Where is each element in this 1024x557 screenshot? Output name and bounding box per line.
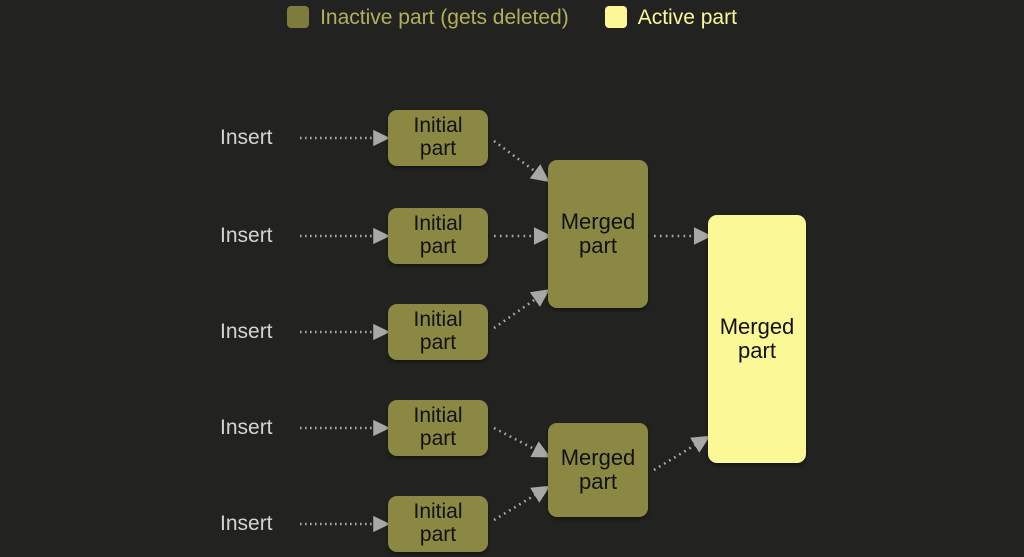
node-initial-part-5-line1: Initial (413, 500, 463, 524)
node-initial-part-3-line2: part (419, 331, 457, 354)
node-merged-part-final-line2: part (738, 338, 776, 363)
insert-label-2: Insert (220, 224, 273, 247)
legend-item-active: Active part (604, 5, 737, 29)
legend-item-inactive: Inactive part (gets deleted) (287, 6, 569, 28)
insert-label-1: Insert (220, 126, 273, 149)
node-merged-part-2-line2: part (579, 469, 617, 494)
node-initial-part-3[interactable]: Initial part (388, 304, 488, 360)
node-initial-part-2-line1: Initial (413, 212, 463, 236)
node-initial-part-4-line2: part (419, 427, 457, 450)
arrow-initial1-to-merged1 (493, 139, 550, 183)
node-merged-part-1-line2: part (579, 233, 617, 258)
legend: Inactive part (gets deleted) Active part (0, 6, 1024, 28)
node-initial-part-5[interactable]: Initial part (388, 496, 488, 552)
arrow-initial3-to-merged1 (493, 289, 550, 330)
node-merged-part-final-line1: Merged (719, 314, 795, 340)
node-initial-part-1[interactable]: Initial part (388, 110, 488, 166)
node-initial-part-4[interactable]: Initial part (388, 400, 488, 456)
node-initial-part-3-line1: Initial (413, 308, 463, 332)
insert-label-5: Insert (220, 512, 273, 535)
legend-swatch-inactive-icon (287, 6, 310, 28)
node-initial-part-2[interactable]: Initial part (388, 208, 488, 264)
node-merged-part-2-line1: Merged (560, 445, 636, 471)
node-merged-part-1-line1: Merged (560, 209, 636, 235)
node-merged-part-2[interactable]: Merged part (548, 423, 648, 517)
node-merged-part-final[interactable]: Merged part (708, 215, 806, 463)
node-merged-part-1[interactable]: Merged part (548, 160, 648, 308)
legend-label-inactive: Inactive part (gets deleted) (320, 5, 569, 29)
node-initial-part-1-line1: Initial (413, 114, 463, 138)
insert-label-3: Insert (220, 320, 273, 343)
arrow-merged2-to-final (653, 435, 711, 472)
arrow-initial5-to-merged2 (493, 485, 551, 522)
node-initial-part-1-line2: part (419, 137, 457, 160)
node-initial-part-4-line1: Initial (413, 404, 463, 428)
legend-label-active: Active part (637, 5, 737, 29)
node-initial-part-2-line2: part (419, 235, 457, 258)
node-initial-part-5-line2: part (419, 523, 457, 546)
insert-label-4: Insert (220, 416, 273, 439)
legend-swatch-active-icon (604, 6, 627, 28)
arrow-initial4-to-merged2 (493, 426, 551, 458)
